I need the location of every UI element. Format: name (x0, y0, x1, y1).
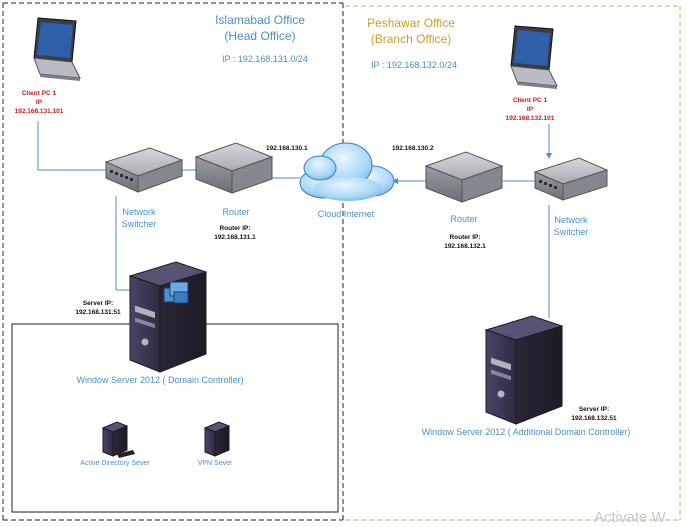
ad-server-icon (101, 421, 135, 458)
windows-overlay-icon (163, 281, 189, 304)
psh-router-caption: Router (450, 214, 478, 224)
isb-client-label: Client PC 1 IP 192.168.131.101 (14, 90, 64, 115)
peshawar-region-boundary (345, 5, 681, 521)
vpn-server-caption: VPN Sever (197, 460, 233, 467)
isb-router-ip: Router IP: 192.168.131.1 (214, 225, 256, 241)
isb-router-icon (194, 142, 274, 194)
cloud-internet-icon (299, 142, 395, 201)
isb-server-icon (128, 261, 208, 373)
isb-server-ip: Server IP: 192.168.131.51 (75, 300, 121, 316)
psh-switch-caption: Network Switcher (553, 215, 589, 237)
isb-wan-ip: 192.168.130.1 (266, 145, 308, 152)
isb-router-caption: Router (222, 207, 250, 217)
isb-switch-icon (104, 147, 184, 193)
psh-server-icon (484, 315, 564, 425)
isb-laptop-icon (33, 17, 81, 81)
psh-laptop-icon (510, 25, 558, 89)
vpn-server-icon (203, 421, 231, 457)
peshawar-subnet: IP : 192.168.132.0/24 (371, 60, 457, 70)
psh-wan-ip: 192.168.130.2 (392, 145, 434, 152)
psh-server-ip: Server IP: 192.168.132.51 (571, 406, 617, 422)
islamabad-title: Islamabad Office (Head Office) (215, 13, 305, 43)
cloud-caption: Cloud Internet (317, 209, 375, 219)
peshawar-title: Peshawar Office (Branch Office) (367, 16, 455, 46)
connection-lines (37, 121, 552, 318)
psh-router-ip: Router IP: 192.168.132.1 (444, 234, 486, 250)
psh-server-caption: Window Server 2012 ( Additional Domain C… (421, 427, 631, 437)
islamabad-subnet: IP : 192.168.131.0/24 (222, 54, 308, 64)
psh-client-label: Client PC 1 IP 192.168.132.101 (505, 97, 555, 122)
psh-switch-icon (533, 157, 609, 201)
isb-server-caption: Window Server 2012 ( Domain Controller) (76, 375, 244, 385)
islamabad-region-boundary (2, 2, 344, 521)
link-isb-client-switch (37, 121, 108, 171)
psh-router-icon (424, 151, 504, 203)
activate-windows-watermark: Activate W (594, 509, 666, 526)
ad-server-caption: Active Directory Sever (80, 460, 150, 467)
isb-switch-caption: Network Switcher (121, 207, 157, 229)
